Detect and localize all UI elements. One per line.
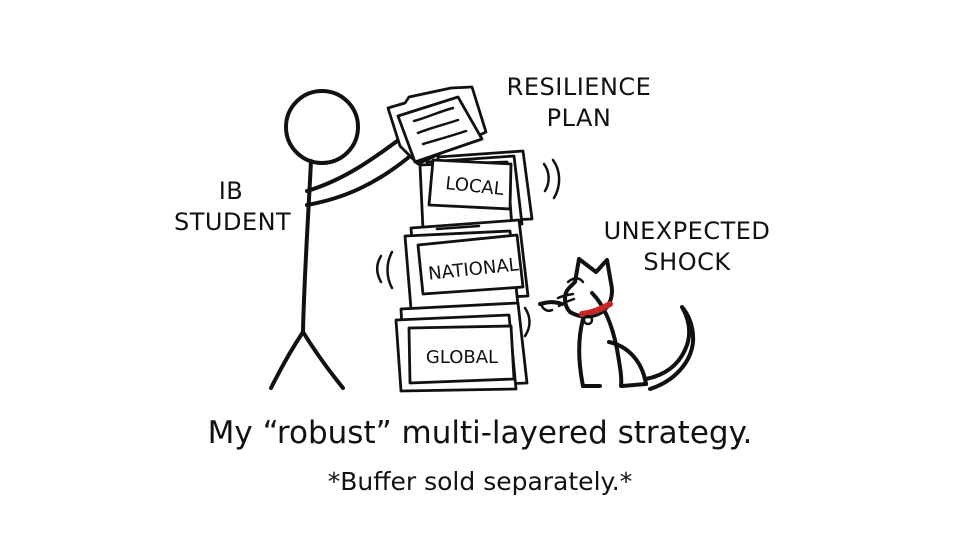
file-stack: LOCAL NATIONAL GLOBAL [376,149,561,393]
unexpected-shock-cat [538,257,696,391]
global-file-stack: GLOBAL [394,301,529,393]
local-file-front [427,158,513,211]
student-left-arm [305,134,406,193]
sub-caption: *Buffer sold separately.* [327,467,633,496]
cat-head [563,257,614,319]
local-file-stack: LOCAL [418,149,534,232]
folder-front [396,95,484,164]
cat-whisker-2 [557,297,576,308]
student-right-leg [301,330,345,390]
cat-chest [577,317,585,388]
wobble-mark-top-2 [551,158,561,200]
cat-collar-tag [582,314,594,326]
ib-student-figure [269,89,411,390]
folder-scribble-2 [416,118,460,135]
cat-hind-leg [607,340,648,386]
resilience-plan-folder [386,85,488,166]
wobble-mark-bottom-1 [523,306,531,338]
national-file-front [416,233,525,296]
national-file-stack: NATIONAL [403,218,530,311]
ib-student-label: IB STUDENT [174,176,292,238]
resilience-plan-line-2: PLAN [546,104,612,132]
cat-tail [644,305,696,391]
cat-whisker-1 [556,292,575,300]
main-caption: My “robust” multi-layered strategy. [207,415,753,451]
cat-paw-tip [539,302,554,312]
file-global-label: GLOBAL [426,347,498,368]
global-file-front [407,324,516,385]
national-file-top-line [435,224,481,231]
cat-collar [579,301,613,317]
resilience-plan-label: RESILIENCE PLAN [506,72,652,134]
wobble-mark-top-1 [542,162,550,193]
cat-eye [566,277,585,284]
ib-student-line-2: STUDENT [174,208,292,236]
student-head [284,89,360,165]
student-torso [301,159,313,334]
ib-student-line-1: IB [218,177,244,205]
unexpected-shock-label: UNEXPECTED SHOCK [602,216,772,278]
wobble-mark-left-1 [376,254,383,284]
folder-scribble-1 [412,106,455,123]
unexpected-shock-line-2: SHOCK [643,248,731,276]
cat-raised-paw [538,300,564,306]
wobble-mark-left-2 [386,250,394,290]
student-right-arm [305,155,411,207]
unexpected-shock-line-1: UNEXPECTED [603,217,771,245]
cat-hind-paw [620,382,648,388]
resilience-plan-line-1: RESILIENCE [506,73,652,101]
student-left-leg [269,330,305,390]
folder-scribble-3 [421,129,468,146]
